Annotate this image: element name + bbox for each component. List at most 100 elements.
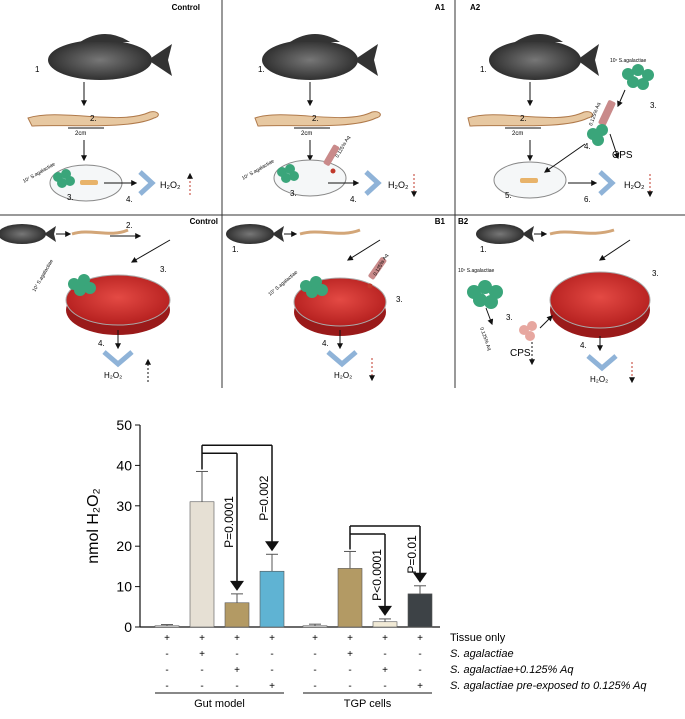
condition-label: Tissue only	[450, 632, 506, 644]
svg-text:3.: 3.	[290, 189, 297, 198]
svg-text:2.: 2.	[126, 221, 133, 230]
svg-text:H₂O₂: H₂O₂	[388, 180, 409, 190]
y-tick-label: 50	[116, 417, 132, 433]
fish-icon	[262, 34, 378, 80]
panel-top-a2: A2 1. 2. 2cm 5. 10⁷ S.agalactiae 0.125% …	[467, 3, 657, 204]
p-value-label: P=0.0001	[222, 496, 236, 548]
svg-text:H₂O₂: H₂O₂	[590, 375, 608, 384]
svg-text:4.: 4.	[126, 195, 133, 204]
svg-text:H₂O₂: H₂O₂	[104, 371, 122, 380]
svg-text:4.: 4.	[322, 339, 329, 348]
fish-icon	[0, 224, 56, 244]
bar	[407, 593, 433, 628]
petri-dish-red-icon	[549, 271, 651, 338]
condition-sign: -	[200, 681, 203, 692]
svg-text:10⁷ S.agalactiae: 10⁷ S.agalactiae	[458, 268, 494, 274]
svg-text:5.: 5.	[505, 191, 512, 200]
bar	[154, 625, 180, 628]
condition-sign: -	[165, 681, 168, 692]
svg-text:4.: 4.	[580, 341, 587, 350]
svg-text:3.: 3.	[650, 101, 657, 110]
fish-icon	[489, 34, 599, 80]
svg-text:CPS: CPS	[510, 348, 531, 359]
condition-sign: +	[269, 633, 275, 644]
svg-text:4.: 4.	[584, 142, 591, 151]
fish-icon	[48, 34, 172, 80]
arrow-head	[230, 580, 244, 591]
dropper-icon	[598, 100, 616, 126]
condition-sign: +	[312, 633, 318, 644]
bar	[259, 570, 285, 628]
bacteria-icon	[622, 64, 654, 90]
gut-icon	[467, 111, 593, 127]
svg-text:1.: 1.	[232, 245, 239, 254]
svg-text:0.125% Aq: 0.125% Aq	[373, 253, 390, 277]
condition-sign: +	[234, 665, 240, 676]
condition-sign: +	[234, 633, 240, 644]
svg-text:H₂O₂: H₂O₂	[160, 180, 181, 190]
condition-sign: -	[165, 665, 168, 676]
schematic-svg: Control 1 2. 2cm 10⁷ S.agalactiae 3. 4. …	[0, 0, 685, 388]
panel-label: A1	[435, 3, 446, 12]
svg-text:4.: 4.	[98, 339, 105, 348]
condition-sign: +	[269, 681, 275, 692]
svg-text:10⁷ S.agalactiae: 10⁷ S.agalactiae	[241, 158, 276, 181]
svg-text:3.: 3.	[396, 295, 403, 304]
y-tick-label: 30	[116, 498, 132, 514]
bacteria-cluster-icon	[587, 124, 608, 146]
svg-text:2cm: 2cm	[301, 131, 312, 137]
bacteria-icon	[277, 164, 299, 183]
condition-sign: -	[418, 665, 421, 676]
condition-sign: -	[313, 665, 316, 676]
fish-icon	[476, 224, 534, 244]
svg-text:H₂O₂: H₂O₂	[334, 371, 352, 380]
p-value-label: P=0.01	[405, 535, 419, 574]
svg-text:3.: 3.	[506, 313, 513, 322]
bacteria-icon	[300, 276, 328, 298]
panel-top-control: Control 1 2. 2cm 10⁷ S.agalactiae 3. 4. …	[22, 3, 200, 204]
svg-text:2.: 2.	[312, 114, 319, 123]
svg-text:2cm: 2cm	[512, 131, 523, 137]
y-tick-label: 10	[116, 579, 132, 595]
condition-sign: +	[382, 633, 388, 644]
panel-label: Control	[190, 217, 218, 226]
arrow-head	[265, 541, 279, 552]
condition-sign: -	[200, 665, 203, 676]
svg-text:6.: 6.	[584, 195, 591, 204]
panel-label: Control	[172, 3, 200, 12]
svg-text:3.: 3.	[67, 193, 74, 202]
bacteria-icon	[68, 274, 96, 296]
condition-sign: -	[235, 681, 238, 692]
panel-label: B1	[435, 217, 446, 226]
gut-icon	[549, 228, 615, 236]
y-tick-label: 40	[116, 457, 132, 473]
svg-text:CPS: CPS	[612, 150, 633, 161]
svg-text:1.: 1.	[258, 65, 265, 74]
svg-text:1: 1	[35, 65, 40, 74]
bar	[372, 621, 398, 628]
bacteria-icon	[467, 280, 503, 309]
gut-icon	[299, 228, 361, 236]
svg-text:1.: 1.	[480, 65, 487, 74]
condition-sign: +	[417, 681, 423, 692]
condition-sign: -	[313, 681, 316, 692]
condition-sign: +	[347, 649, 353, 660]
svg-text:10⁷ S.agalactiae: 10⁷ S.agalactiae	[610, 58, 646, 64]
condition-sign: +	[164, 633, 170, 644]
bar	[302, 625, 328, 628]
bacteria-icon	[53, 169, 75, 188]
bar	[337, 568, 363, 628]
fish-icon	[226, 224, 284, 244]
arrow-head	[378, 605, 392, 616]
svg-text:3.: 3.	[652, 269, 659, 278]
svg-text:10⁷ S.agalactiae: 10⁷ S.agalactiae	[32, 258, 55, 293]
group-label: Gut model	[194, 698, 245, 710]
condition-sign: +	[199, 649, 205, 660]
condition-label: S. agalactiae	[450, 648, 514, 660]
condition-sign: -	[313, 649, 316, 660]
panel-bottom-control: Control 2. 10⁷ S.agalactiae 3. 4. H₂O₂	[0, 217, 218, 382]
svg-text:2.: 2.	[90, 114, 97, 123]
panel-bottom-b1: B1 1. 0.125% Aq 10⁷ S.agalactiae 3. 4. H…	[226, 217, 446, 382]
